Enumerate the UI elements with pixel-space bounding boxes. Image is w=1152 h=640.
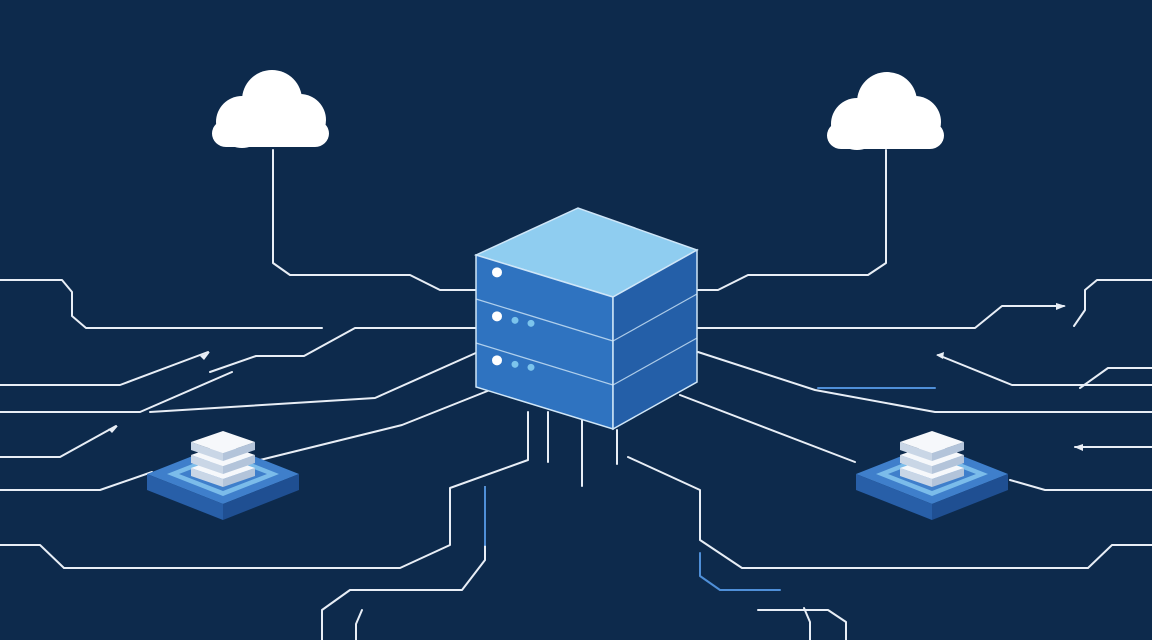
wire-cloud-right [697,149,887,291]
wire-right-9 [1079,367,1152,389]
wire-left-1 [0,279,323,329]
wire-left-10 [321,486,486,640]
arrow-right-1 [1056,303,1066,310]
wire-left-11 [355,609,363,640]
wire-right-2 [697,305,1065,329]
arrow-right-2 [1074,444,1083,451]
wire-left-5 [0,471,153,491]
wire-right-4 [679,394,856,463]
wire-right-6 [1009,479,1152,491]
wire-accent-bottom [699,552,781,591]
cloud-left-icon [212,70,329,148]
storage-left-icon [147,431,299,520]
wire-left-3 [0,371,233,413]
wire-left-7 [149,351,479,413]
wire-right-1 [627,456,1152,569]
wire-left-2 [0,351,209,386]
wire-left-8 [259,389,491,461]
central-server-icon [473,207,699,431]
circuit-wires [0,149,1152,640]
wire-left-6 [209,327,479,373]
arrow-left-2 [108,426,118,433]
storage-right-icon [856,431,1008,520]
wire-right-8 [1073,279,1152,327]
wire-left-4 [0,425,117,458]
arrow-left-1 [200,352,210,360]
arrow-right-3 [936,352,944,359]
wire-cloud-left [272,149,479,291]
wire-right-3 [697,351,1152,413]
cloud-right-icon [827,72,944,150]
wire-left-9 [0,411,529,569]
wire-right-5 [937,354,1152,386]
wire-right-11 [803,607,811,640]
wire-right-10 [757,609,847,640]
